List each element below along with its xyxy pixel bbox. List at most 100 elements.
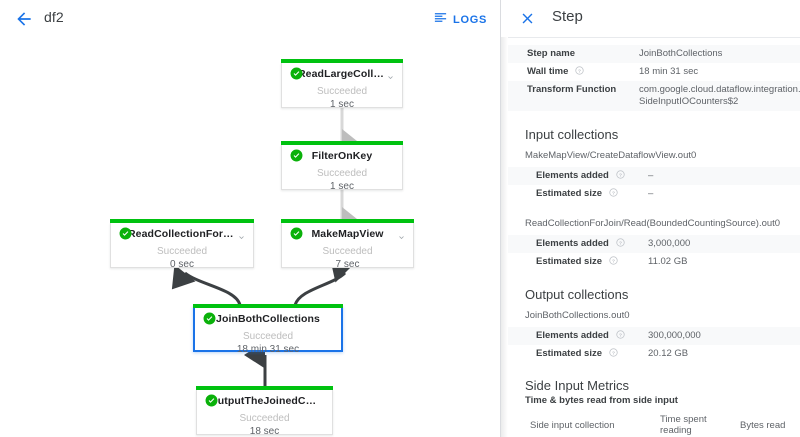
table-row: Elements added ? 3,000,000 [508,235,800,253]
node-status: Succeeded [322,246,373,257]
node-label: OutputTheJoinedCollec... [209,395,322,407]
side-input-metrics-subheading: Time & bytes read from side input [525,395,678,406]
column-header-bytes: Bytes read [740,410,791,437]
row-key: Estimated size ? [508,253,648,271]
job-graph-pane: df2 LOGS [0,0,501,437]
node-status-strip [193,304,343,308]
column-header-time: Time spent reading [660,410,740,437]
close-icon[interactable] [519,10,536,27]
node-status-strip [196,386,333,390]
svg-text:?: ? [619,172,622,178]
row-value: – [648,170,654,181]
node-duration: 1 sec [330,181,354,192]
row-value: – [648,188,654,199]
help-icon[interactable]: ? [609,256,618,265]
check-circle-icon [290,149,303,162]
logs-button[interactable]: LOGS [433,10,487,30]
logs-label: LOGS [453,14,487,26]
svg-text:?: ? [619,240,622,246]
svg-text:?: ? [612,258,615,264]
node-duration: 18 sec [249,426,280,437]
row-key: Transform Function [527,84,617,95]
side-input-metrics-heading: Side Input Metrics [525,378,630,393]
node-status-strip [281,141,403,145]
logs-list-icon [433,10,448,30]
row-key: Elements added ? [508,235,648,253]
row-key-label: Elements added [536,238,609,249]
job-toolbar: df2 LOGS [0,0,501,38]
help-icon[interactable]: ? [615,170,625,179]
row-value: 3,000,000 [648,238,691,249]
row-key-label: Estimated size [536,188,602,199]
node-label: JoinBothCollections [216,313,320,325]
check-circle-icon [203,312,216,325]
pane-divider [500,0,501,437]
row-value: 300,000,000 [648,330,701,341]
job-graph-canvas[interactable]: ReadLargeCollectionFr... Succeeded 1 sec… [0,37,501,437]
node-duration: 18 min 31 sec [236,344,300,355]
node-status: Succeeded [156,246,208,257]
help-icon[interactable]: ? [615,238,625,247]
table-row: Transform Function com.google.cloud.data… [508,81,800,111]
table-row: Step name JoinBothCollections [508,45,800,63]
chevron-down-icon[interactable] [386,69,395,79]
node-status-strip [110,219,254,223]
help-icon[interactable]: ? [609,188,618,197]
node-status: Succeeded [242,331,294,342]
row-value: 20.12 GB [648,348,689,359]
step-panel-header: Step [508,0,800,38]
node-status-strip [281,219,414,223]
input-collections-heading: Input collections [525,127,619,142]
check-circle-icon [290,67,303,80]
graph-node-output-the-joined-collection[interactable]: OutputTheJoinedCollec... Succeeded 18 se… [196,386,333,437]
row-value: JoinBothCollections [639,48,723,59]
input-collection-name: MakeMapView/CreateDataflowView.out0 [525,150,697,161]
node-duration: 7 sec [335,259,360,270]
graph-node-read-large-collection[interactable]: ReadLargeCollectionFr... Succeeded 1 sec [281,59,403,110]
node-duration: 1 sec [330,99,354,110]
row-value: com.google.cloud.dataflow.integration. S… [639,84,800,107]
output-collections-heading: Output collections [525,287,629,302]
svg-text:?: ? [578,68,581,74]
node-status: Succeeded [239,413,290,424]
check-circle-icon [119,227,132,240]
row-key-label: Estimated size [536,256,602,267]
step-summary-table: Step name JoinBothCollections Wall time … [508,45,800,111]
output-collection-name: JoinBothCollections.out0 [525,310,630,321]
help-icon[interactable]: ? [615,330,625,339]
graph-node-join-both-collections[interactable]: JoinBothCollections Succeeded 18 min 31 … [193,304,343,355]
svg-text:?: ? [612,350,615,356]
arrow-back-icon[interactable] [14,9,34,29]
row-value: 18 min 31 sec [639,66,699,77]
input-collection-0-table: Elements added ? – Estimated size ? – [508,167,800,203]
table-row: Estimated size ? 20.12 GB [508,345,800,363]
table-row: Wall time ? 18 min 31 sec [508,63,800,81]
svg-text:?: ? [612,190,615,196]
graph-node-make-map-view[interactable]: MakeMapView Succeeded 7 sec [281,219,414,270]
help-icon[interactable]: ? [575,66,584,75]
node-label: FilterOnKey [311,150,373,162]
node-duration: 0 sec [170,259,194,270]
help-icon[interactable]: ? [609,348,618,357]
chevron-down-icon[interactable] [397,229,406,239]
graph-node-filter-on-key[interactable]: FilterOnKey Succeeded 1 sec [281,141,403,192]
row-key-label: Estimated size [536,348,602,359]
table-row: Estimated size ? 11.02 GB [508,253,800,271]
input-collection-name: ReadCollectionForJoin/Read(BoundedCounti… [525,218,781,229]
row-key: Elements added ? [508,167,648,185]
check-circle-icon [205,394,218,407]
svg-text:?: ? [619,332,622,338]
step-details-panel: Step Step name JoinBothCollections Wall … [508,0,800,437]
output-collection-0-table: Elements added ? 300,000,000 Estimated s… [508,327,800,363]
check-circle-icon [290,227,303,240]
chevron-down-icon[interactable] [237,229,246,239]
graph-node-read-collection-for-join[interactable]: ReadCollectionForJoin Succeeded 0 sec [110,219,254,270]
node-status: Succeeded [316,86,368,97]
step-panel-body[interactable]: Step name JoinBothCollections Wall time … [508,37,800,437]
node-label: MakeMapView [311,228,384,240]
row-key: Wall time ? [508,63,639,81]
row-value: 11.02 GB [648,256,688,267]
panel-title: Step [552,8,583,25]
page-title: df2 [44,9,64,25]
